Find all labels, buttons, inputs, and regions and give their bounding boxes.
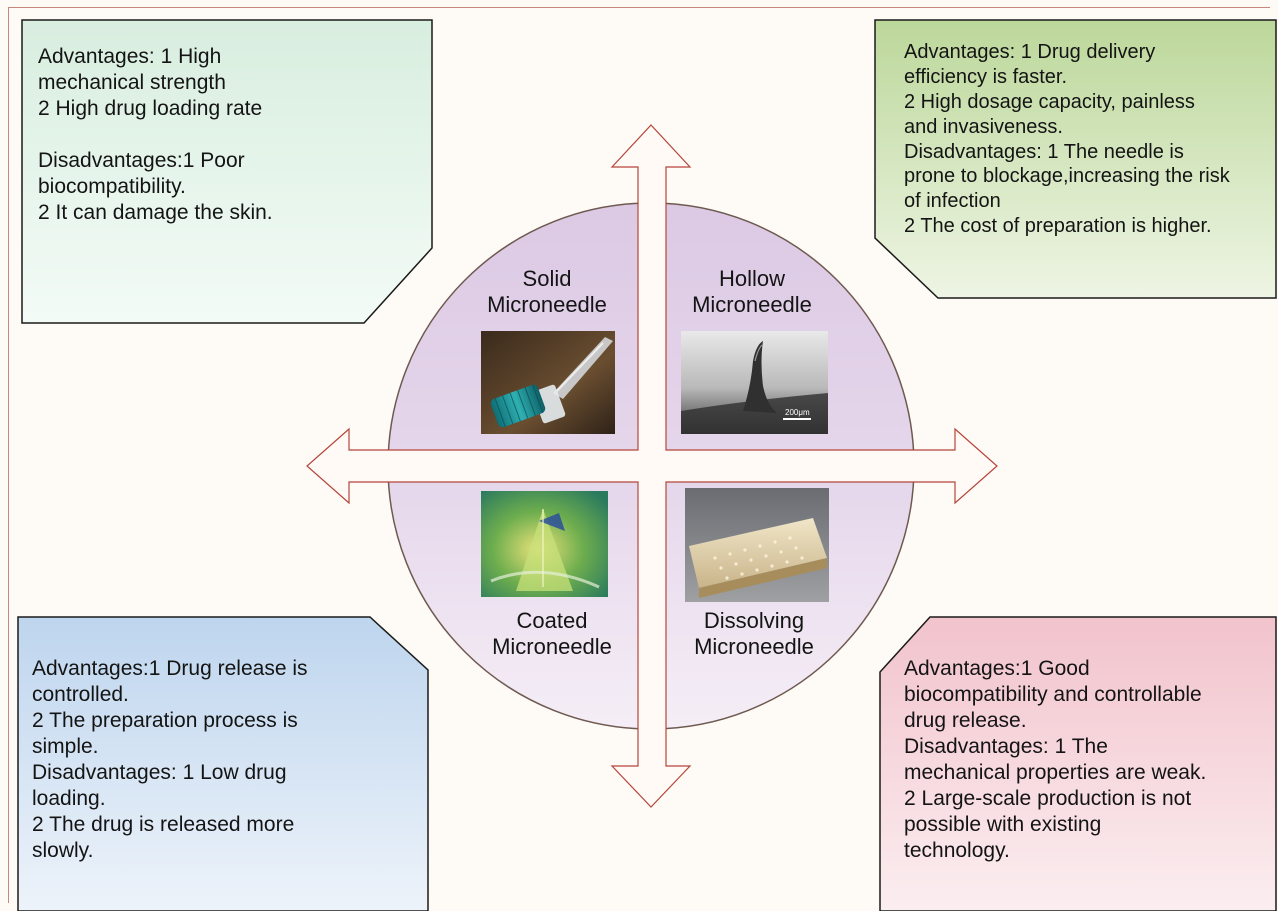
cross-arrows [306, 124, 998, 808]
coated-microneedle-label: Coated Microneedle [492, 608, 612, 660]
hollow-microneedle-photo: 200μm [681, 331, 828, 434]
solid-info-box [21, 19, 433, 324]
dissolving-info-box [879, 616, 1277, 911]
dissolving-microneedle-label: Dissolving Microneedle [694, 608, 814, 660]
hollow-info-box [874, 19, 1277, 299]
hollow-microneedle-label: Hollow Microneedle [692, 266, 812, 318]
solid-microneedle-label: Solid Microneedle [487, 266, 607, 318]
solid-microneedle-photo [481, 331, 615, 434]
scale-bar-label: 200μm [785, 408, 810, 417]
hollow-info-text: Advantages: 1 Drug delivery efficiency i… [904, 41, 1230, 238]
coated-info-box [17, 616, 429, 911]
dissolving-info-text: Advantages:1 Good biocompatibility and c… [904, 657, 1207, 863]
figure-frame [8, 7, 1270, 903]
coated-info-text: Advantages:1 Drug release is controlled.… [32, 657, 308, 863]
dissolving-microneedle-photo [685, 488, 829, 602]
coated-microneedle-photo [481, 491, 608, 597]
solid-info-text: Advantages: 1 High mechanical strength 2… [38, 45, 273, 225]
